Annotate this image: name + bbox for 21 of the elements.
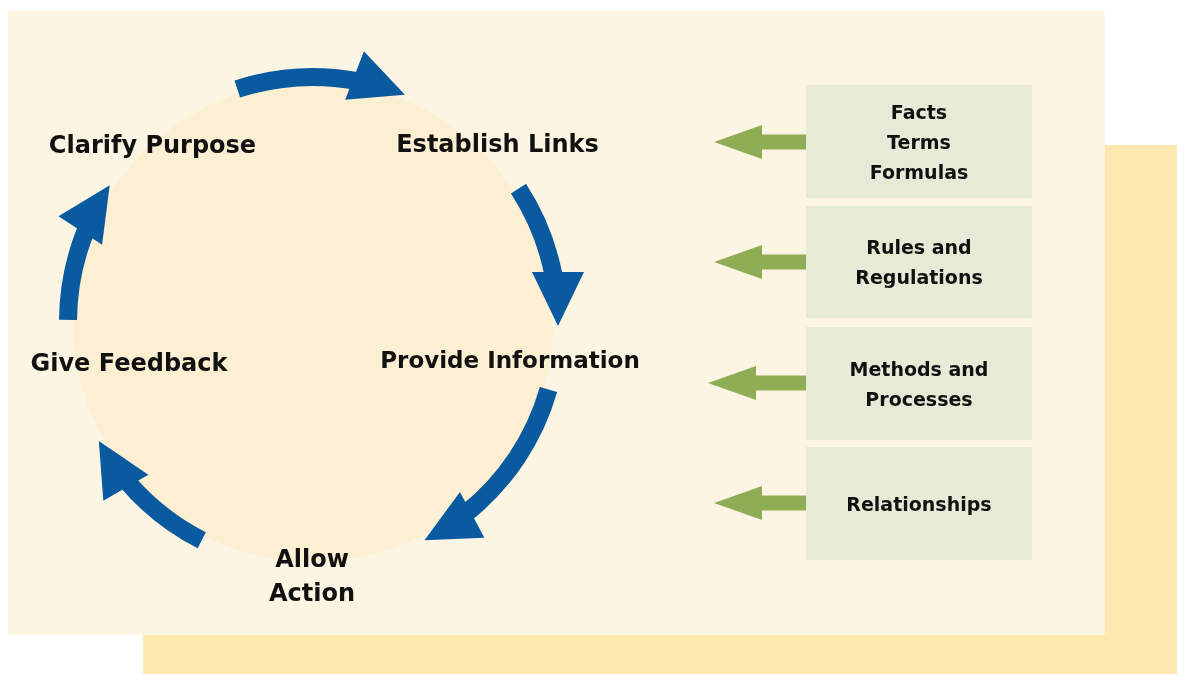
- topic-box: [806, 85, 1032, 198]
- topic-box: [806, 447, 1032, 560]
- topic-text: Methods and Processes: [848, 356, 990, 412]
- topic-text: Formulas: [869, 159, 969, 185]
- topic-box: [806, 327, 1032, 440]
- arrow: [235, 53, 405, 103]
- arrow: [714, 125, 806, 159]
- topic-text: Rules and Regulations: [854, 235, 984, 290]
- topic-text: Facts: [890, 99, 948, 125]
- arrow: [510, 184, 582, 326]
- step-label: Clarify Purpose: [40, 106, 265, 162]
- arrow: [714, 245, 806, 279]
- topic-text: Relationships: [846, 491, 992, 517]
- step-label: Give Feedback: [25, 345, 233, 381]
- step-label: Provide Information: [376, 342, 644, 378]
- topic-text: Terms: [887, 129, 951, 155]
- arrow: [708, 366, 806, 400]
- arrow: [714, 486, 806, 520]
- step-label: Allow Action: [262, 541, 362, 611]
- topic-box: [806, 206, 1032, 318]
- step-label: Establish Links: [390, 126, 605, 162]
